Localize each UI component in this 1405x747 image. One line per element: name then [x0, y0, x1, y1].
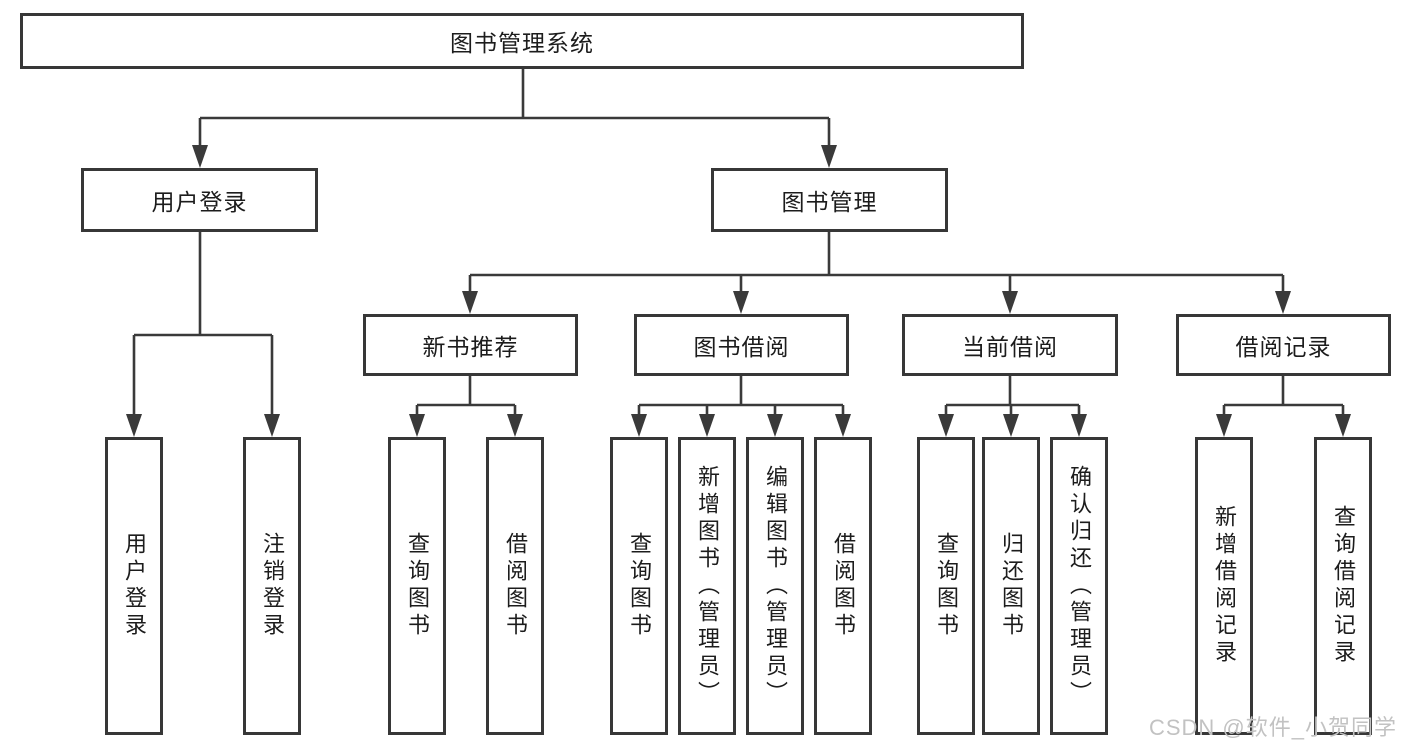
leaf-query-books-borrowing: 查询图书 [610, 437, 668, 735]
leaf-borrow-books: 借阅图书 [814, 437, 872, 735]
node-label: 查询图书 [627, 532, 652, 640]
watermark: CSDN @软件_小贺同学 [1148, 715, 1397, 740]
leaf-add-borrow-record: 新增借阅记录 [1195, 437, 1253, 735]
node-library-management-system: 图书管理系统 [20, 13, 1024, 69]
leaf-query-books-current: 查询图书 [917, 437, 975, 735]
node-label: 用户登录 [151, 189, 248, 215]
node-new-book-recommendation: 新书推荐 [363, 314, 578, 376]
node-label: 图书借阅 [693, 334, 790, 360]
leaf-query-borrow-record: 查询借阅记录 [1314, 437, 1372, 735]
node-label: 借阅记录 [1235, 334, 1332, 360]
node-label: 注销登录 [260, 532, 285, 640]
node-label: 图书管理 [781, 189, 878, 215]
node-current-borrowing: 当前借阅 [902, 314, 1118, 376]
node-label: 编辑图书（管理员） [763, 464, 788, 708]
leaf-edit-book-admin: 编辑图书（管理员） [746, 437, 804, 735]
leaf-add-book-admin: 新增图书（管理员） [678, 437, 736, 735]
node-borrowing-records: 借阅记录 [1176, 314, 1391, 376]
leaf-return-book: 归还图书 [982, 437, 1040, 735]
node-label: 归还图书 [999, 532, 1024, 640]
node-label: 新增借阅记录 [1212, 505, 1237, 667]
leaf-confirm-return-admin: 确认归还（管理员） [1050, 437, 1108, 735]
node-label: 查询借阅记录 [1331, 505, 1356, 667]
leaf-logout: 注销登录 [243, 437, 301, 735]
leaf-borrow-books-recommend: 借阅图书 [486, 437, 544, 735]
node-label: 图书管理系统 [450, 30, 594, 56]
node-user-login: 用户登录 [81, 168, 318, 232]
node-label: 确认归还（管理员） [1067, 464, 1092, 708]
leaf-query-books-recommend: 查询图书 [388, 437, 446, 735]
node-label: 查询图书 [934, 532, 959, 640]
node-label: 当前借阅 [962, 334, 1058, 360]
node-label: 借阅图书 [831, 532, 856, 640]
node-label: 用户登录 [122, 532, 147, 640]
node-label: 借阅图书 [503, 532, 528, 640]
node-book-borrowing: 图书借阅 [634, 314, 849, 376]
node-book-management: 图书管理 [711, 168, 948, 232]
node-label: 查询图书 [405, 532, 430, 640]
node-label: 新书推荐 [422, 334, 519, 360]
leaf-user-login: 用户登录 [105, 437, 163, 735]
node-label: 新增图书（管理员） [695, 464, 720, 708]
